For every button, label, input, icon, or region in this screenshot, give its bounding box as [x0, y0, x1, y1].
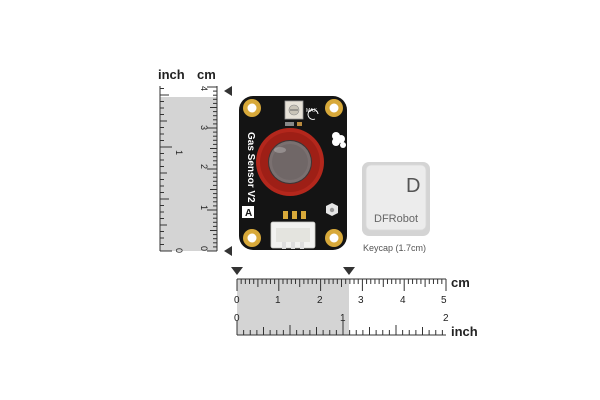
vertical-ruler-shade: [160, 97, 217, 251]
vertical-top-marker: [224, 86, 232, 96]
keycap-caption: Keycap (1.7cm): [363, 243, 426, 253]
horizontal-cm-tick-1: 1: [275, 295, 281, 306]
horizontal-cm-tick-5: 5: [441, 295, 447, 306]
vertical-cm-tick-3: 3: [199, 125, 209, 130]
potentiometer: [284, 100, 304, 120]
keycap-letter: D: [406, 175, 420, 197]
vertical-cm-tick-1: 1: [199, 205, 209, 210]
horizontal-cm-tick-4: 4: [400, 295, 406, 306]
horizontal-inch-tick-2: 2: [443, 313, 449, 324]
vertical-inch-tick-0: 0: [174, 248, 184, 253]
horizontal-cm-tick-2: 2: [317, 295, 323, 306]
board-name-label: Gas Sensor V2: [245, 132, 256, 203]
horizontal-cm-ticks: [236, 279, 447, 291]
horizontal-left-marker: [231, 267, 243, 275]
keycap: D DFRobot Keycap (1.7cm): [362, 162, 430, 253]
header-pins: [283, 211, 306, 219]
vertical-inch-ticks: [159, 86, 172, 252]
jst-connector: [270, 221, 316, 249]
gas-sensor-board: MAX Gas Sensor V2 A: [239, 96, 347, 250]
horizontal-ruler-shade: [237, 279, 349, 335]
horizontal-inch-ticks: [236, 321, 443, 335]
horizontal-cm-tick-3: 3: [358, 295, 364, 306]
vertical-ruler: inch cm 1 0 4 3 2 1 0: [158, 67, 232, 256]
vertical-cm-tick-0: 0: [199, 246, 209, 251]
max-label: MAX: [306, 108, 318, 114]
horizontal-ruler: 0 1 2 3 4 5 cm 0 1 2 inch: [231, 267, 478, 339]
horizontal-cm-tick-0: 0: [234, 295, 240, 306]
vertical-bottom-marker: [224, 246, 232, 256]
analog-badge: [242, 206, 254, 218]
vertical-cm-tick-4: 4: [199, 86, 209, 91]
vertical-cm-tick-2: 2: [199, 164, 209, 169]
gas-cloud-icon: [332, 132, 346, 148]
horizontal-right-marker: [343, 267, 355, 275]
vertical-inch-label: inch: [158, 67, 185, 82]
horizontal-inch-tick-0: 0: [234, 313, 240, 324]
vertical-inch-tick-1: 1: [174, 150, 184, 155]
keycap-top: [365, 164, 427, 231]
horizontal-inch-label: inch: [451, 324, 478, 339]
smd-component: [297, 122, 302, 126]
horizontal-cm-label: cm: [451, 275, 470, 290]
vertical-cm-ticks: [207, 86, 218, 252]
gas-sensor-element: [256, 128, 324, 196]
rotate-arrow-icon: [307, 108, 319, 120]
mounting-holes: [243, 99, 343, 247]
keycap-brand: DFRobot: [374, 213, 418, 225]
horizontal-inch-tick-1: 1: [340, 313, 346, 324]
vertical-cm-label: cm: [197, 67, 216, 82]
analog-badge-label: A: [245, 208, 252, 219]
smd-component: [285, 122, 294, 126]
